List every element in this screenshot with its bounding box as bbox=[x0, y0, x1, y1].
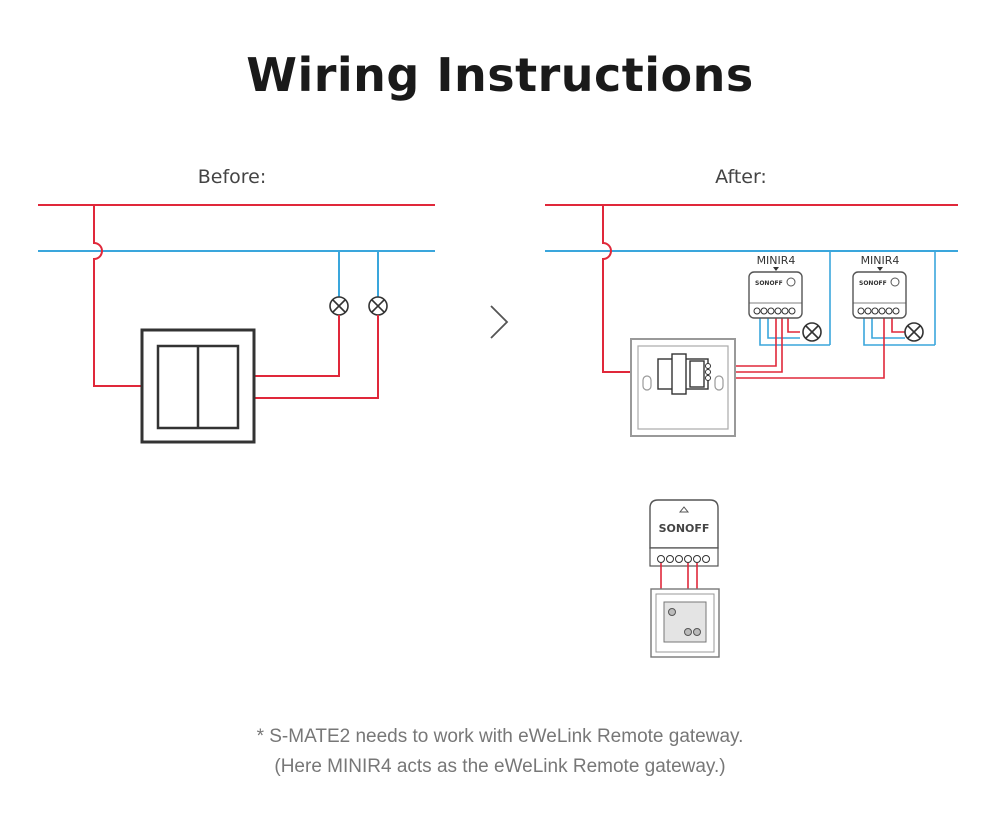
before-live-drop bbox=[93, 205, 142, 387]
lamp-icon bbox=[368, 296, 388, 316]
device-2-name: MINIR4 bbox=[861, 254, 900, 267]
before-load-wire-2 bbox=[254, 315, 379, 399]
lamp-icon bbox=[904, 322, 924, 342]
after-diagram: MINIR4 SONOFF MINIR4 SONOFF bbox=[545, 204, 958, 437]
wall-switch-icon bbox=[140, 328, 256, 444]
wall-box-icon bbox=[650, 588, 720, 658]
smate2-brand: SONOFF bbox=[659, 522, 710, 535]
smate2-module-icon: SONOFF bbox=[649, 499, 719, 567]
before-label: Before: bbox=[197, 166, 267, 188]
lamp-icon bbox=[802, 322, 822, 342]
device-1-name: MINIR4 bbox=[757, 254, 796, 267]
before-diagram bbox=[38, 204, 435, 444]
after-live-drop bbox=[602, 205, 672, 373]
lamp-icon bbox=[329, 296, 349, 316]
device-2-brand: SONOFF bbox=[859, 280, 887, 287]
note-line-2: (Here MINIR4 acts as the eWeLink Remote … bbox=[274, 756, 726, 777]
page-title: Wiring Instructions bbox=[246, 48, 754, 102]
minir4-module-icon: MINIR4 SONOFF bbox=[852, 254, 907, 319]
switch-box-icon bbox=[630, 338, 736, 437]
chevron-right-icon bbox=[490, 305, 509, 339]
smate2-detail: SONOFF bbox=[649, 499, 720, 658]
note-line-1: * S-MATE2 needs to work with eWeLink Rem… bbox=[256, 726, 744, 747]
before-load-wire-1 bbox=[254, 315, 340, 377]
device-1-brand: SONOFF bbox=[755, 280, 783, 287]
minir4-module-icon: MINIR4 SONOFF bbox=[748, 254, 803, 319]
after-label: After: bbox=[715, 166, 767, 188]
